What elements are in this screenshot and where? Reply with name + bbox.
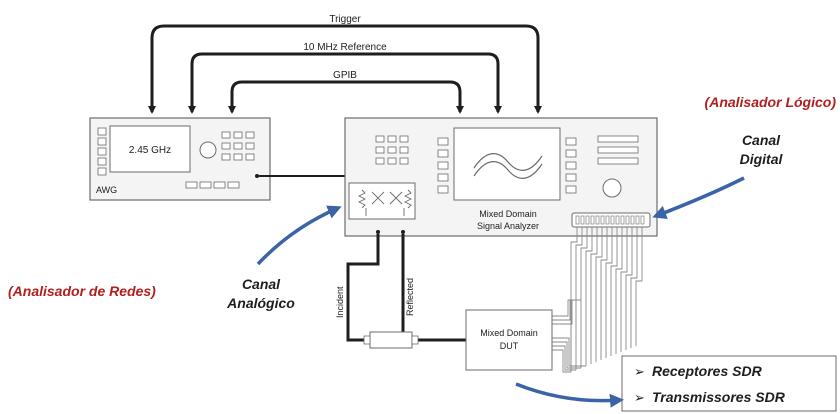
digital-ribbon-bundle (551, 227, 643, 373)
analyzer-trace-2 (473, 161, 543, 179)
analyzer-right-softkeys (565, 137, 577, 194)
inline-coupler (363, 331, 419, 349)
awg-display-value: 2.45 GHz (129, 145, 171, 156)
signal-analyzer-instrument: Mixed Domain Signal Analyzer (344, 117, 658, 237)
reflected-label: Reflected (405, 278, 415, 316)
incident-cable (346, 234, 380, 342)
dut-box: Mixed Domain DUT (465, 309, 553, 371)
reference-bus (188, 52, 502, 114)
dut-line1: Mixed Domain (480, 328, 538, 338)
awg-display (109, 125, 191, 173)
analyzer-knob (602, 178, 622, 198)
sdr-list-box: ➢ Receptores SDR ➢ Transmissores SDR (621, 355, 837, 412)
awg-output-port (255, 174, 259, 178)
reflected-port (401, 230, 405, 234)
digital-channel-arrow (652, 176, 745, 219)
sdr-bullet-icon: ➢ (634, 364, 645, 379)
sdr-list-item-receivers: Receptores SDR (652, 363, 763, 379)
digital-connector (571, 212, 651, 228)
gpib-label: GPIB (333, 70, 357, 81)
analyzer-display (453, 127, 561, 201)
analyzer-name-line2: Signal Analyzer (477, 221, 539, 231)
awg-instrument: 2.45 GHz AWG (89, 117, 271, 201)
analog-channel-arrow (256, 205, 342, 266)
awg-softkeys (97, 127, 107, 176)
analog-channel-line1: Canal (242, 276, 281, 292)
trigger-label: Trigger (329, 14, 361, 25)
sdr-bullet-icon: ➢ (634, 390, 645, 405)
analyzer-keypad (375, 135, 409, 165)
logic-analyzer-annotation: (Analisador Lógico) (705, 94, 837, 110)
sdr-list-item-transmitters: Transmissores SDR (652, 389, 786, 405)
gpib-bus (228, 80, 464, 114)
network-analyzer-annotation: (Analisador de Redes) (8, 283, 156, 299)
incident-port (376, 230, 380, 234)
analyzer-menu-bars (597, 135, 639, 165)
coupler-block (348, 182, 416, 220)
incident-label: Incident (335, 286, 345, 318)
digital-channel-line2: Digital (740, 151, 784, 167)
analyzer-trace-1 (473, 153, 543, 171)
digital-channel-line1: Canal (742, 132, 781, 148)
awg-function-keys (185, 181, 240, 189)
analyzer-left-softkeys (437, 137, 449, 194)
awg-name: AWG (96, 185, 117, 195)
awg-knob (199, 141, 217, 159)
analog-channel-line2: Analógico (226, 295, 295, 311)
reference-label: 10 MHz Reference (303, 42, 387, 53)
dut-line2: DUT (500, 341, 519, 351)
awg-keypad (221, 131, 255, 161)
analyzer-name-line1: Mixed Domain (479, 209, 537, 219)
trigger-bus (148, 24, 542, 114)
sdr-arrow (515, 382, 624, 408)
